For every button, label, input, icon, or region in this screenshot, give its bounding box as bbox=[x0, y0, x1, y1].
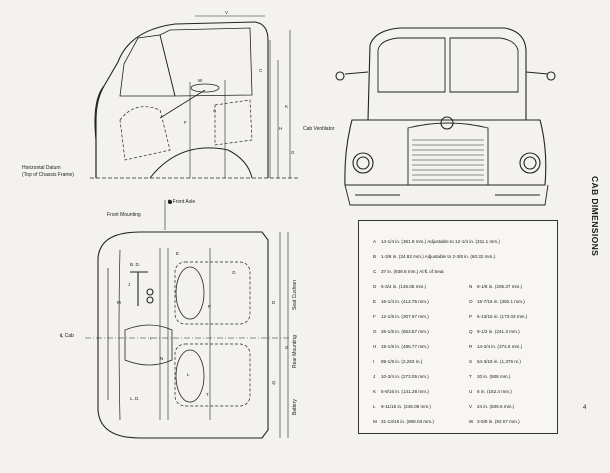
cab-centre-label: ℄ Cab bbox=[60, 333, 74, 339]
dim-letter-l: L bbox=[187, 372, 190, 377]
seat-cushion-label: Seat Cushion bbox=[292, 279, 298, 310]
page-title: CAB DIMENSIONS bbox=[590, 176, 600, 257]
dim-letter-g: G bbox=[291, 150, 295, 155]
dim-letter-h: H bbox=[279, 126, 283, 131]
dim-letter-s: S bbox=[285, 345, 289, 350]
front-elevation-view bbox=[335, 27, 556, 206]
dim-letter-t: T bbox=[206, 392, 209, 397]
dim-letter-n: N bbox=[160, 356, 164, 361]
dim-letter-c: C bbox=[259, 68, 263, 73]
battery-label: Battery bbox=[292, 399, 298, 415]
dim-letter-f: F bbox=[184, 120, 187, 125]
dim-letter-d: D bbox=[272, 300, 276, 305]
dim-letter-o: O bbox=[232, 270, 236, 275]
front-mounting-label: Front Mounting bbox=[107, 212, 141, 218]
rear-mounting-label: Rear Mounting bbox=[292, 335, 298, 368]
dim-letter-m: M bbox=[117, 300, 121, 305]
front-axle-label: ℄ Front Axle bbox=[168, 199, 196, 205]
datum-label: Horizontal Datum bbox=[22, 165, 61, 171]
dim-letter-p: P bbox=[208, 304, 212, 309]
dim-letter-v: V bbox=[225, 10, 229, 15]
page-number: 4 bbox=[583, 405, 587, 411]
dim-letter-k: K bbox=[285, 104, 289, 109]
dim-letter-a: A bbox=[213, 108, 217, 113]
dim-letter-i: I bbox=[150, 336, 152, 341]
dim-letter-bd: B. D. bbox=[130, 262, 141, 267]
dim-letter-ld: L. D. bbox=[130, 396, 140, 401]
datum-sub-label: (Top of Chassis Frame) bbox=[22, 172, 74, 178]
dim-letter-e: E bbox=[176, 251, 180, 256]
plan-view bbox=[85, 231, 290, 439]
side-elevation-view bbox=[90, 15, 300, 230]
dim-letter-j: J bbox=[128, 282, 131, 287]
cab-ventilator-label: Cab Ventilator bbox=[303, 126, 335, 132]
dim-letter-w: W bbox=[198, 78, 203, 83]
dim-letter-q: Q bbox=[272, 380, 276, 385]
